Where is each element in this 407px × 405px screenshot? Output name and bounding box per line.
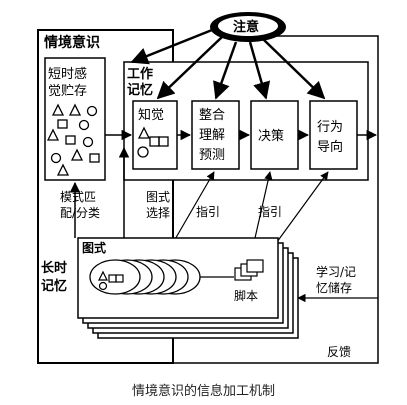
decision-label: 决策	[258, 128, 284, 144]
schema-ellipses	[89, 259, 201, 295]
attention-label: 注意	[233, 19, 259, 35]
feedback-label: 反馈	[327, 345, 351, 359]
pattern-match-label-2: 配/分类	[60, 206, 100, 220]
guide-label-2: 指引	[258, 204, 282, 219]
stm-label-2: 觉贮存	[48, 84, 87, 99]
stm-shapes-icon	[46, 103, 100, 176]
action-box	[309, 100, 358, 170]
attention-arrows	[130, 28, 326, 100]
integration-label-2: 理解	[199, 128, 225, 143]
script-label: 脚本	[234, 288, 258, 303]
wm-label-1: 工作	[127, 66, 153, 82]
sa-title: 情境意识	[44, 34, 100, 51]
perception-label: 知觉	[138, 107, 164, 123]
ltm-label-1: 长时	[41, 260, 67, 276]
pattern-match-label-1: 模式匹	[60, 190, 96, 204]
learning-label-1: 学习/记	[316, 264, 356, 279]
schema-select-label-1: 图式	[146, 190, 170, 204]
ltm-label-2: 记忆	[41, 278, 67, 294]
feedback-loop-line	[38, 35, 379, 364]
learning-label-2: 忆储存	[316, 280, 352, 295]
guide-arrow-1	[169, 171, 215, 249]
integration-box	[191, 100, 240, 170]
decision-box	[250, 100, 299, 170]
schema-label: 图式	[82, 240, 106, 255]
integration-label-1: 整合	[199, 108, 225, 123]
perception-shapes-icon	[137, 126, 169, 158]
stm-label-1: 短时感	[48, 66, 87, 82]
integration-label-3: 预测	[199, 148, 225, 163]
schema-shapes-icon	[98, 270, 124, 291]
wm-label-2: 记忆	[127, 82, 153, 98]
guide-label: 指引	[196, 204, 220, 219]
attention-ellipse-inner	[218, 16, 278, 36]
schema-select-label-2: 选择	[146, 206, 170, 220]
action-label-1: 行为	[317, 120, 343, 135]
figure-caption: 情境意识的信息加工机制	[132, 383, 275, 399]
action-label-2: 导向	[317, 139, 343, 155]
script-icon	[234, 259, 264, 281]
